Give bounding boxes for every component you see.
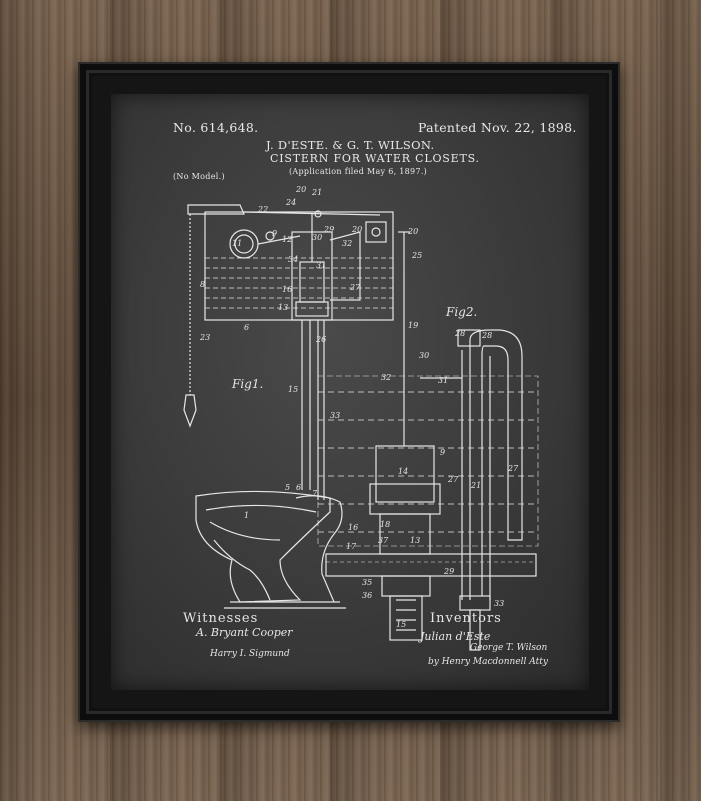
callout: 6 bbox=[296, 483, 301, 492]
callout: 15 bbox=[288, 385, 298, 394]
callout: 29 bbox=[323, 225, 334, 234]
no-model-note: (No Model.) bbox=[173, 172, 225, 181]
callout: 8 bbox=[200, 280, 205, 289]
callout: 31 bbox=[438, 376, 448, 385]
callout: 28 bbox=[481, 331, 492, 340]
callout: 26 bbox=[315, 335, 326, 344]
callout: 20 bbox=[351, 225, 362, 234]
callout: 27 bbox=[507, 464, 519, 473]
callout: 36 bbox=[362, 591, 372, 600]
callout: 20 bbox=[407, 227, 418, 236]
callout: 29 bbox=[443, 567, 454, 576]
callout: 27 bbox=[447, 475, 459, 484]
fig1-label: Fig1. bbox=[231, 377, 263, 391]
cistern-tank bbox=[204, 211, 394, 321]
callout: 17 bbox=[346, 542, 357, 551]
callout: 14 bbox=[398, 467, 408, 476]
callout: 21 bbox=[311, 188, 322, 197]
pull-handle bbox=[183, 394, 197, 428]
callout: 5 bbox=[285, 483, 290, 492]
patent-application-note: (Application filed May 6, 1897.) bbox=[289, 167, 428, 176]
attorney-signature: by Henry Macdonnell Atty bbox=[428, 657, 549, 667]
callout: 30 bbox=[419, 351, 429, 360]
signatures: A. Bryant Cooper Harry I. Sigmund Julian… bbox=[195, 626, 549, 667]
callout: 16 bbox=[282, 285, 292, 294]
callout: 23 bbox=[199, 333, 210, 342]
callout: 18 bbox=[380, 520, 390, 529]
fig2-label: Fig2. bbox=[445, 305, 477, 319]
overflow-pipe bbox=[469, 329, 523, 596]
callout: 35 bbox=[362, 578, 372, 587]
callout: 37 bbox=[378, 536, 389, 545]
callout: 19 bbox=[408, 321, 418, 330]
witnesses-heading: Witnesses bbox=[183, 611, 258, 626]
callout: 9 bbox=[272, 229, 277, 238]
callout: 27 bbox=[349, 283, 361, 292]
callout: 13 bbox=[410, 536, 420, 545]
callout: 9 bbox=[440, 448, 445, 457]
patent-title: CISTERN FOR WATER CLOSETS. bbox=[270, 152, 480, 165]
patent-date: Patented Nov. 22, 1898. bbox=[418, 120, 577, 135]
inventor-signature-2: George T. Wilson bbox=[470, 643, 547, 653]
patent-inventors-names: J. D'ESTE. & G. T. WILSON. bbox=[266, 138, 435, 152]
callout: 34 bbox=[288, 255, 298, 264]
reference-callouts: 20 21 24 22 11 9 12 30 29 20 32 20 8 34 … bbox=[199, 185, 519, 629]
callout: 33 bbox=[494, 599, 504, 608]
callout: 24 bbox=[285, 198, 296, 207]
callout: 7 bbox=[312, 489, 318, 498]
callout: 20 bbox=[295, 185, 306, 194]
inventors-heading: Inventors bbox=[430, 611, 502, 626]
callout: 32 bbox=[381, 373, 391, 382]
callout: 31 bbox=[316, 261, 326, 270]
witness-signature-1: A. Bryant Cooper bbox=[195, 626, 293, 639]
callout: 25 bbox=[411, 251, 422, 260]
callout: 33 bbox=[330, 411, 340, 420]
patent-number: No. 614,648. bbox=[173, 120, 259, 135]
callout: 16 bbox=[348, 523, 358, 532]
callout: 11 bbox=[232, 239, 242, 248]
callout: 32 bbox=[342, 239, 352, 248]
callout: 21 bbox=[470, 481, 481, 490]
callout: 12 bbox=[282, 235, 292, 244]
callout: 6 bbox=[244, 323, 249, 332]
inventor-signature-1: Julian d'Este bbox=[418, 630, 491, 643]
callout: 13 bbox=[278, 303, 288, 312]
callout: 28 bbox=[454, 329, 465, 338]
callout: 30 bbox=[312, 233, 322, 242]
callout: 15 bbox=[396, 620, 406, 629]
callout: 1 bbox=[244, 511, 249, 520]
witness-signature-2: Harry I. Sigmund bbox=[209, 649, 290, 659]
toilet-bowl bbox=[195, 490, 331, 603]
callout: 22 bbox=[257, 205, 268, 214]
bell-float bbox=[375, 445, 435, 503]
